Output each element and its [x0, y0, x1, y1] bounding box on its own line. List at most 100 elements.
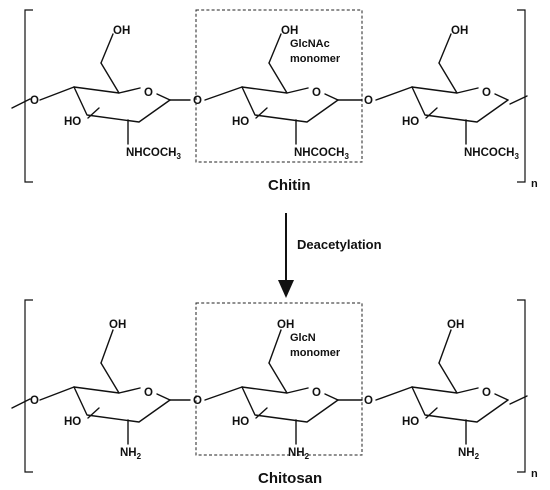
- chemical-bond: [425, 107, 438, 119]
- chitin-unit-2: O O OH HO NHCOCH3: [193, 25, 363, 161]
- chemical-bond: [494, 93, 509, 101]
- chitosan-chain-start-bond: [11, 398, 31, 409]
- atom-label: O: [364, 95, 373, 107]
- chemical-bond: [241, 386, 309, 394]
- chemical-bond: [73, 386, 141, 394]
- chitosan-title: Chitosan: [258, 470, 322, 487]
- chemical-bond: [324, 93, 339, 101]
- chemical-bond: [268, 33, 282, 64]
- chemical-bond: [156, 93, 171, 101]
- chemical-bond: [425, 407, 438, 419]
- chemical-bond: [241, 86, 339, 123]
- atom-label: O: [482, 87, 491, 99]
- chitin-unit-3: O O OH HO NHCOCH3: [364, 25, 519, 161]
- chemical-bond: [73, 386, 171, 423]
- chemical-bond: [438, 33, 452, 64]
- atom-label: NH2: [458, 447, 480, 461]
- atom-label: O: [482, 387, 491, 399]
- chemical-bond: [278, 280, 294, 298]
- atom-label: OH: [451, 25, 468, 37]
- chemical-bond: [73, 86, 141, 94]
- deacetylation-arrow: Deacetylation: [278, 213, 382, 298]
- chemical-bond: [375, 86, 413, 101]
- chitosan-monomer-box: [195, 302, 363, 456]
- chemical-bond: [411, 386, 509, 423]
- chitin-repeat-n: n: [531, 178, 538, 190]
- chemical-bond: [100, 362, 120, 394]
- chitosan-unit-1: O O OH HO NH2: [30, 319, 191, 461]
- chemical-bond: [87, 107, 100, 119]
- atom-label: HO: [402, 416, 419, 428]
- chitosan-right-bracket: [517, 299, 526, 473]
- atom-label: O: [312, 87, 321, 99]
- atom-label: O: [144, 387, 153, 399]
- atom-label: OH: [281, 25, 298, 37]
- chitin-unit-1: O O OH HO NHCOCH3: [30, 25, 191, 161]
- chitin-monomer-box: [195, 9, 363, 163]
- chitin-monomer-label-2: monomer: [290, 53, 341, 65]
- atom-label: O: [30, 95, 39, 107]
- atom-label: NHCOCH3: [464, 147, 519, 161]
- atom-label: O: [193, 395, 202, 407]
- chitin-title: Chitin: [268, 177, 311, 194]
- chitosan-unit-3: O O OH HO NH2: [364, 319, 509, 461]
- atom-label: O: [364, 395, 373, 407]
- chitosan-unit-2: O O OH HO NH2: [193, 319, 363, 461]
- atom-label: OH: [109, 319, 126, 331]
- chemical-bond: [411, 86, 479, 94]
- chemical-bond: [255, 407, 268, 419]
- chemical-bond: [241, 86, 309, 94]
- chitosan-repeat-n: n: [531, 468, 538, 480]
- atom-label: HO: [232, 116, 249, 128]
- chitin-left-bracket: [24, 9, 33, 183]
- chemical-bond: [438, 362, 458, 394]
- chemical-bond: [39, 386, 75, 401]
- chemical-bond: [324, 393, 339, 401]
- atom-label: HO: [64, 116, 81, 128]
- chemical-bond: [494, 393, 509, 401]
- chemical-bond: [411, 386, 479, 394]
- atom-label: OH: [277, 319, 294, 331]
- chemical-bond: [204, 86, 243, 101]
- chemical-bond: [100, 62, 120, 94]
- chitin-monomer-label: GlcNAc: [290, 38, 330, 50]
- atom-label: OH: [113, 25, 130, 37]
- chitosan-left-bracket: [24, 299, 33, 473]
- atom-label: O: [193, 95, 202, 107]
- chemical-bond: [87, 407, 100, 419]
- chemical-bond: [100, 33, 114, 64]
- atom-label: NHCOCH3: [126, 147, 181, 161]
- atom-label: O: [30, 395, 39, 407]
- chemical-bond: [156, 393, 171, 401]
- chitosan-monomer-label-2: monomer: [290, 347, 341, 359]
- atom-label: NH2: [120, 447, 142, 461]
- chitin-structure: n GlcNAc monomer O O OH HO NHCOCH3 O: [11, 9, 538, 194]
- atom-label: NHCOCH3: [294, 147, 349, 161]
- atom-label: HO: [402, 116, 419, 128]
- atom-label: OH: [447, 319, 464, 331]
- chemical-bond: [438, 62, 458, 94]
- chitosan-chain-end-bond: [509, 395, 528, 405]
- chemical-bond: [438, 329, 452, 364]
- atom-label: O: [144, 87, 153, 99]
- chitin-right-bracket: [517, 9, 526, 183]
- chemical-bond: [268, 329, 282, 364]
- chemical-bond: [268, 362, 288, 394]
- atom-label: O: [312, 387, 321, 399]
- chitin-chain-start-bond: [11, 98, 31, 109]
- chemical-bond: [39, 86, 75, 101]
- chitosan-structure: n GlcN monomer O O OH HO NH2 O: [11, 299, 538, 487]
- atom-label: HO: [64, 416, 81, 428]
- chemical-bond: [268, 62, 288, 94]
- chitosan-monomer-label: GlcN: [290, 332, 316, 344]
- chemical-bond: [375, 386, 413, 401]
- atom-label: NH2: [288, 447, 310, 461]
- atom-label: HO: [232, 416, 249, 428]
- chemical-bond: [241, 386, 339, 423]
- deacetylation-label: Deacetylation: [297, 237, 382, 252]
- chemical-bond: [73, 86, 171, 123]
- chemical-bond: [100, 329, 114, 364]
- chemical-bond: [411, 86, 509, 123]
- chemical-bond: [204, 386, 243, 401]
